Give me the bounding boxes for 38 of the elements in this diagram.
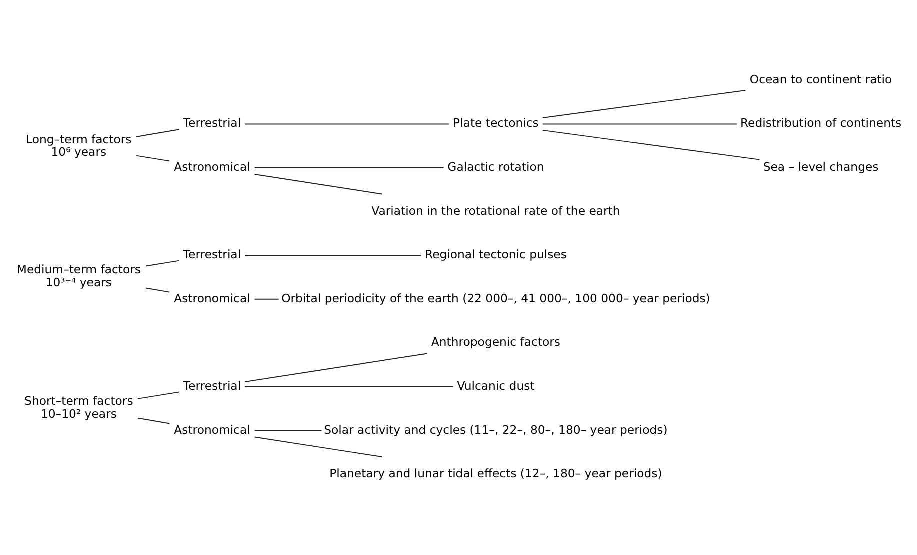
node-text: Galactic rotation: [448, 160, 544, 174]
node-text: Regional tectonic pulses: [425, 248, 567, 262]
connector: [137, 392, 180, 400]
connector: [254, 436, 382, 458]
connector: [137, 418, 170, 424]
connector: [542, 130, 760, 160]
node-text: Terrestrial: [183, 379, 242, 394]
connector: [542, 90, 746, 118]
node-text: Terrestrial: [183, 248, 242, 262]
connector: [146, 260, 180, 267]
connector: [542, 124, 738, 125]
node-text: Medium–term factors 10³⁻⁴ years: [16, 262, 141, 290]
connector: [244, 124, 450, 125]
node-text: Anthropogenic factors: [431, 335, 560, 350]
node-text: Orbital periodicity of the earth (22 000–, 41 000–, 100 000– year periods): [282, 291, 710, 306]
connector: [136, 129, 180, 138]
node-text: Long–term factors 10⁶ years: [26, 132, 132, 159]
connector: [244, 386, 454, 388]
node-text: Plate tectonics: [453, 116, 539, 130]
node-text: Vulcanic dust: [457, 379, 535, 394]
node-text: Variation in the rotational rate of the earth: [372, 204, 620, 218]
connector: [254, 298, 280, 300]
node-text: Astronomical: [174, 160, 250, 174]
connector: [244, 255, 422, 256]
connector: [146, 288, 170, 293]
connector: [244, 353, 428, 383]
connector: [254, 174, 382, 195]
node-text: Solar activity and cycles (11–, 22–, 80–, 180– year periods): [324, 422, 668, 437]
node-text: Planetary and lunar tidal effects (12–, 180– year periods): [330, 466, 662, 481]
node-text: Astronomical: [174, 291, 250, 306]
node-text: Short–term factors 10–10² years: [24, 394, 134, 421]
node-text: Terrestrial: [183, 116, 242, 130]
connector: [254, 430, 322, 432]
node-text: Astronomical: [174, 422, 250, 437]
node-text: Ocean to continent ratio: [750, 72, 892, 86]
node-text: Redistribution of continents: [740, 116, 902, 130]
node-text: Sea – level changes: [763, 160, 879, 174]
connector: [136, 155, 170, 162]
